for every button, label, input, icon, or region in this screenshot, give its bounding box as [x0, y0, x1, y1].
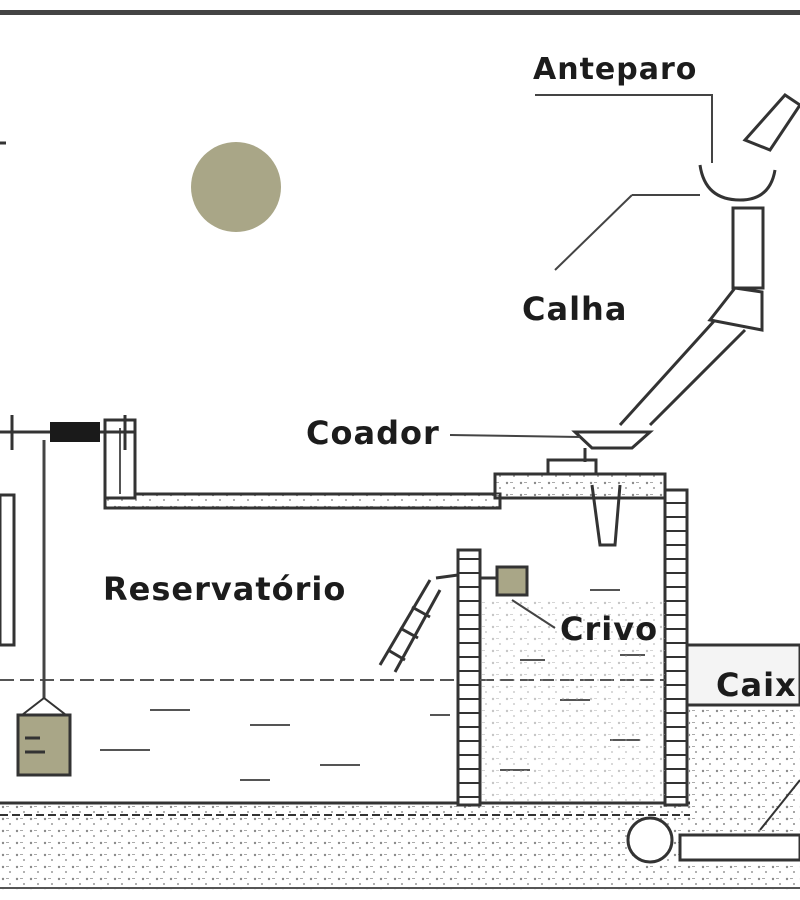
- downpipe-shape: [618, 93, 800, 427]
- interior-brick-column: [456, 548, 482, 807]
- intake-pipe: [378, 573, 497, 673]
- label-caixa: Caix: [716, 666, 797, 704]
- reservoir-wall-right: [663, 488, 689, 807]
- label-anteparo: Anteparo: [533, 52, 698, 87]
- label-reservatorio: Reservatório: [103, 570, 347, 608]
- sun-shape: [191, 142, 281, 232]
- right-box: [685, 643, 800, 835]
- outlet-pipe: [626, 816, 800, 864]
- reservoir-slab: [103, 418, 667, 510]
- label-coador: Coador: [306, 414, 440, 452]
- label-calha: Calha: [522, 290, 628, 328]
- filter-crivo-shape: [495, 565, 529, 597]
- label-crivo: Crivo: [560, 610, 659, 648]
- float-gauge: [0, 415, 135, 777]
- strainer-shape: [546, 430, 654, 547]
- leader-lines: [449, 94, 713, 629]
- top-border: [0, 10, 800, 15]
